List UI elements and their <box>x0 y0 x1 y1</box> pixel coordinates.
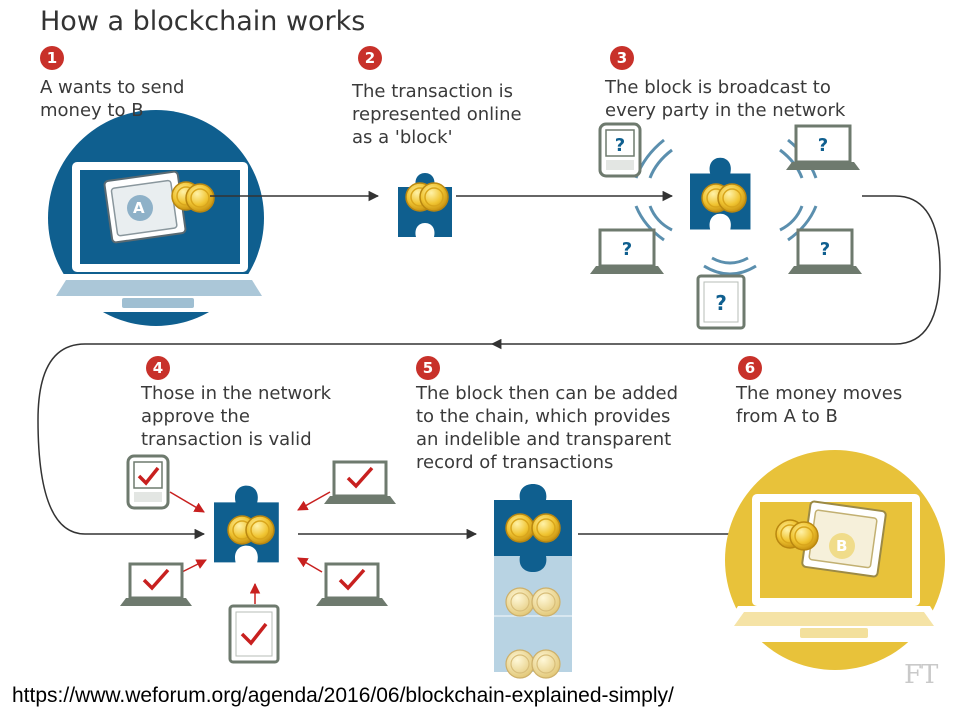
step-4-text: Those in the network approve the transac… <box>141 383 332 450</box>
question-mark-text: ? <box>818 135 828 156</box>
laptop-question-icon-right: ? <box>788 228 862 274</box>
arrow-loop-left <box>37 343 492 540</box>
laptop-a-icon <box>38 110 280 326</box>
step-3-text: The block is broadcast to every party in… <box>605 77 846 121</box>
ft-brand-logo: FT <box>904 660 938 690</box>
phone-check-icon <box>126 454 170 510</box>
step-1-badge: 1 <box>40 46 64 70</box>
receiver-label: B <box>836 537 848 555</box>
block-approval-icon <box>214 485 279 563</box>
flow-arrows <box>37 190 941 540</box>
approval-arrows <box>169 491 331 604</box>
laptop-b-icon <box>716 450 952 670</box>
step-2-text: The transaction is represented online as… <box>352 81 522 148</box>
laptop-check-icon-left <box>120 562 192 606</box>
step-2-badge: 2 <box>358 46 382 70</box>
phone-question-icon: ? <box>598 122 642 178</box>
wallet-a-icon <box>103 170 187 244</box>
source-url: https://www.weforum.org/agenda/2016/06/b… <box>12 684 674 707</box>
tablet-check-icon <box>228 604 280 664</box>
step-5-text: The block then can be added to the chain… <box>416 383 679 473</box>
block-step2-icon <box>398 173 452 237</box>
block-broadcast-icon <box>690 157 751 230</box>
sender-label: A <box>133 199 145 217</box>
laptop-check-icon-top-right <box>324 460 396 504</box>
blockchain-chain-icon <box>494 484 572 679</box>
question-mark-text: ? <box>615 135 625 156</box>
tablet-question-icon: ? <box>696 274 746 330</box>
arrow-loop-right <box>490 195 941 350</box>
step-4-badge: 4 <box>146 356 170 380</box>
question-mark-text: ? <box>622 239 632 260</box>
coin-icon <box>789 521 819 551</box>
laptop-question-icon-left: ? <box>590 228 664 274</box>
question-mark-text: ? <box>820 239 830 260</box>
step-6-badge: 6 <box>738 356 762 380</box>
step-6-text: The money moves from A to B <box>736 383 903 427</box>
diagram-title: How a blockchain works <box>40 6 366 37</box>
question-mark-text: ? <box>715 291 727 315</box>
laptop-question-icon-top-right: ? <box>786 124 860 170</box>
step-5-badge: 5 <box>416 356 440 380</box>
coin-icon <box>185 183 215 213</box>
step-1-text: A wants to send money to B <box>40 77 185 121</box>
step-3-badge: 3 <box>610 46 634 70</box>
laptop-check-icon-right <box>316 562 388 606</box>
